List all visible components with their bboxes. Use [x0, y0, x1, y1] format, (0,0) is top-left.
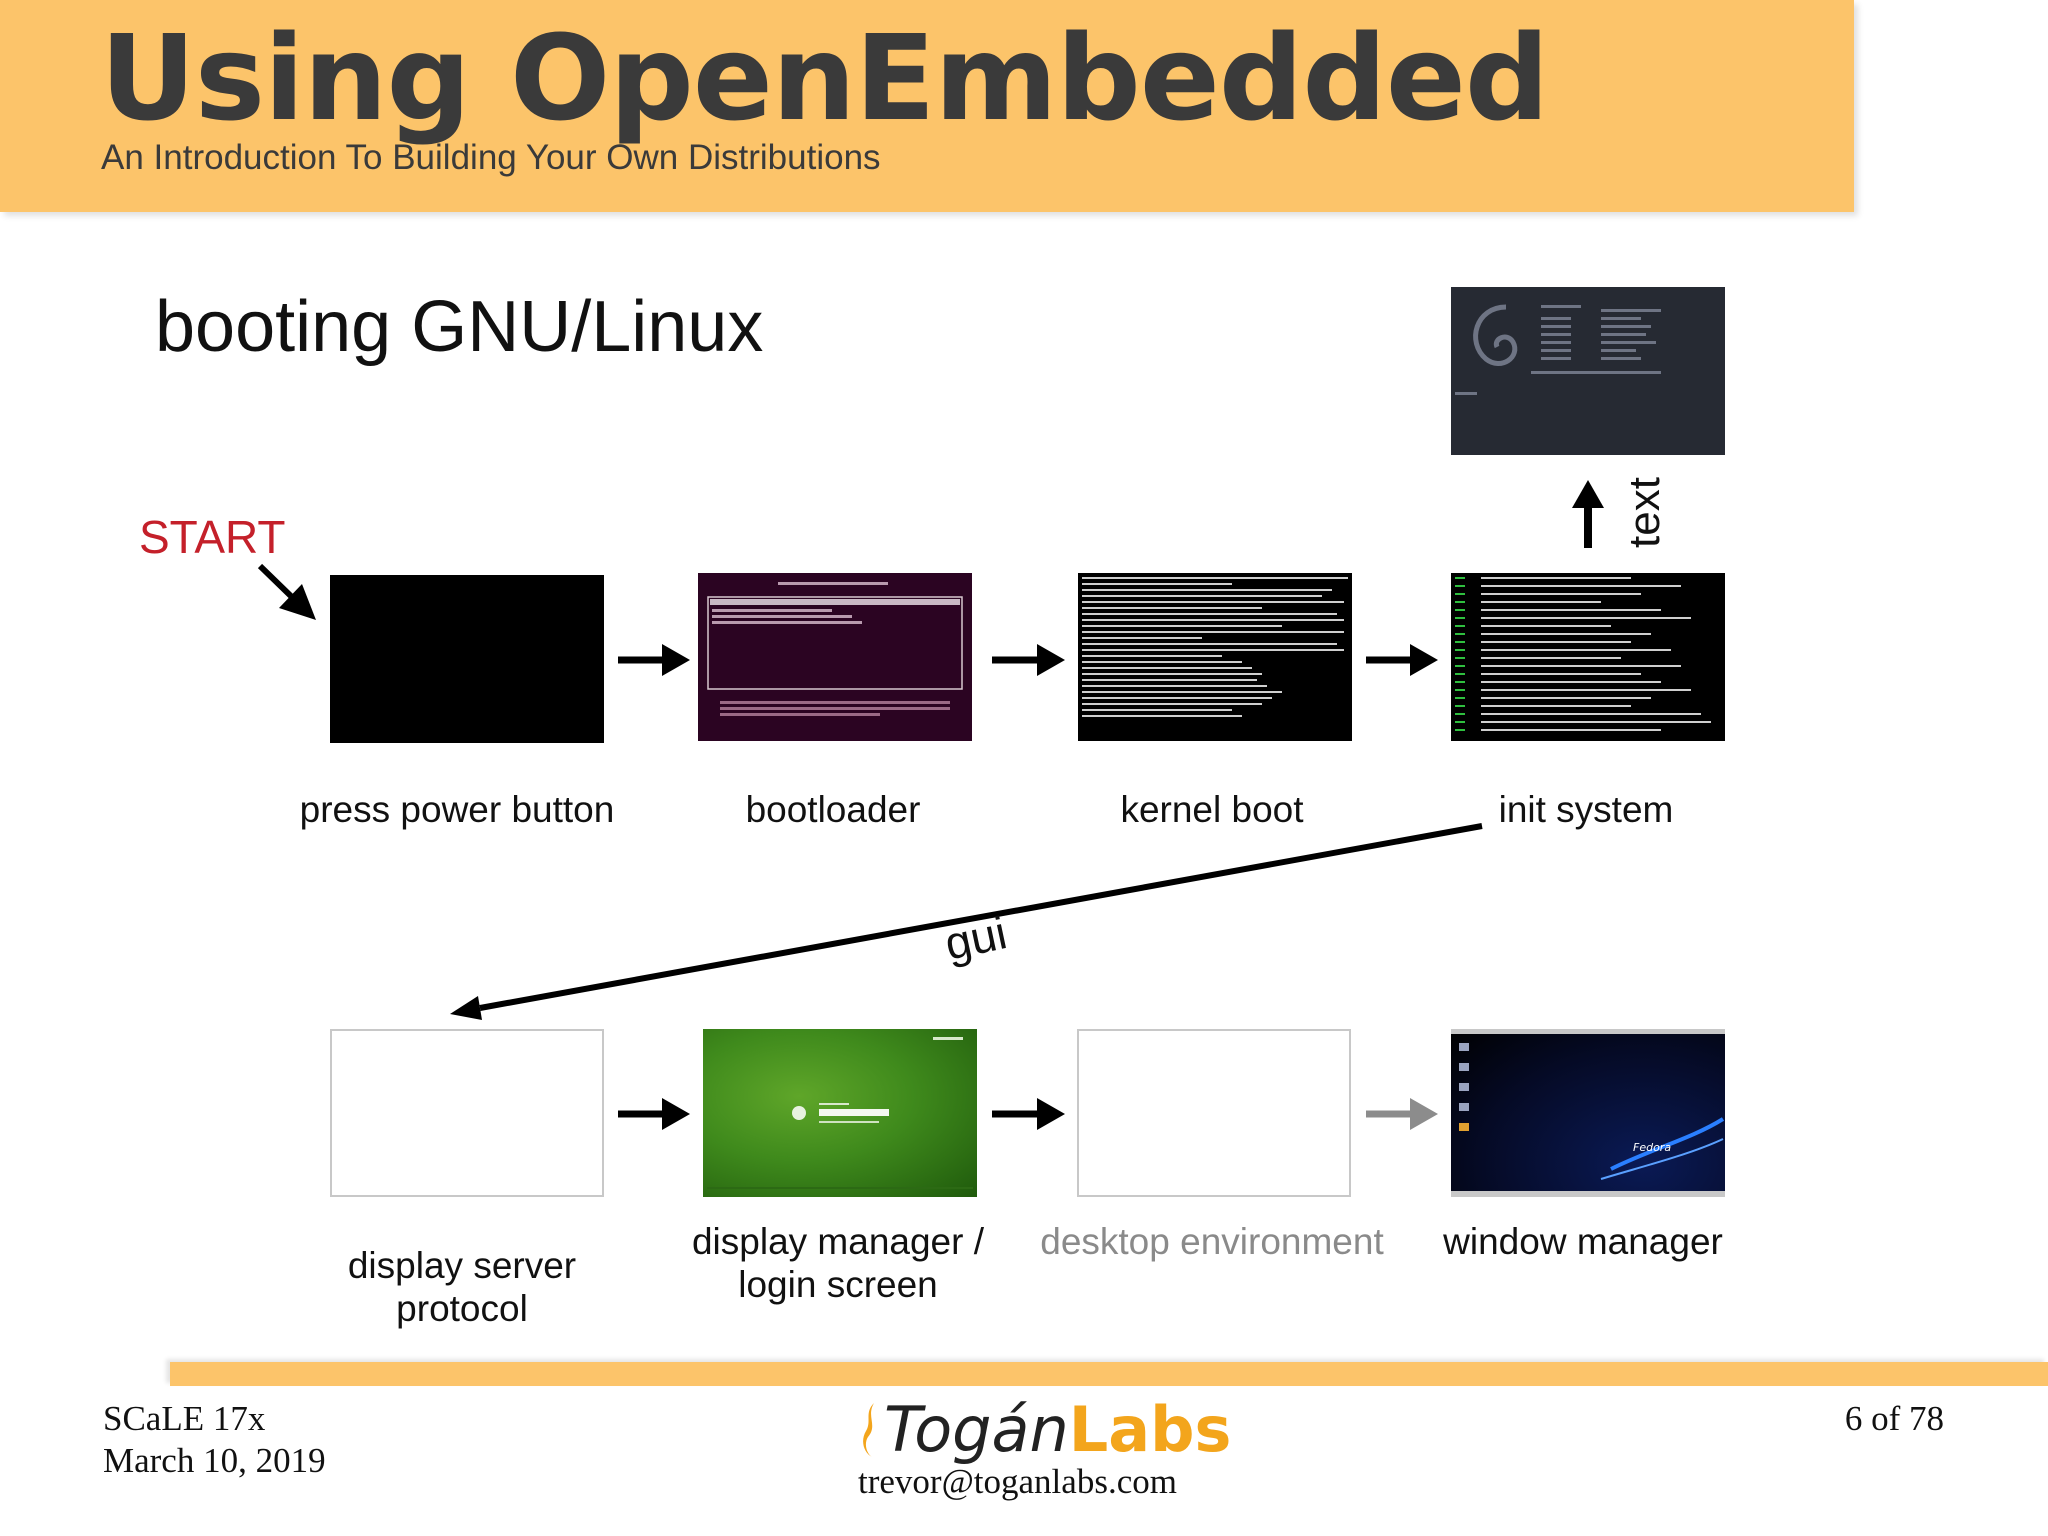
systemd-log-graphic	[1455, 577, 1711, 731]
caption-desktop-environment: desktop environment	[1040, 1221, 1384, 1262]
kernel-log-graphic	[1082, 577, 1348, 717]
caption-window-manager: window manager	[1443, 1221, 1723, 1262]
thumbnail-desktop-environment-blank	[1077, 1029, 1351, 1197]
thumbnail-systemd-boot-log	[1451, 573, 1725, 741]
logo-text-togan: Togán	[884, 1393, 1069, 1466]
event-date: March 10, 2019	[103, 1441, 326, 1480]
thumbnail-window-manager-desktop: Fedora	[1451, 1029, 1725, 1197]
caption-display-server-protocol: display server protocol	[347, 1245, 577, 1329]
text-console-graphic	[1455, 304, 1661, 395]
gui-branch-label: gui	[940, 906, 1012, 970]
footer-event-info: SCaLE 17x March 10, 2019	[103, 1398, 326, 1482]
start-label: START	[139, 511, 286, 563]
login-screen-graphic	[707, 1037, 973, 1189]
logo-text-labs: Labs	[1068, 1393, 1232, 1466]
arrow-bootloader-to-kernel	[992, 644, 1065, 676]
start-arrow	[257, 563, 316, 620]
grub-menu-graphic	[707, 582, 963, 716]
arrow-init-to-text-console	[1572, 480, 1604, 548]
event-name: SCaLE 17x	[103, 1399, 266, 1438]
caption-press-power-button: press power button	[299, 789, 615, 830]
caption-init-system: init system	[1498, 789, 1674, 830]
page-number: 6 of 78	[1844, 1399, 1944, 1438]
footer-bar	[170, 1362, 2048, 1386]
title-banner: Using OpenEmbedded An Introduction To Bu…	[0, 0, 1854, 212]
caption-display-manager: display manager / login screen	[691, 1221, 985, 1305]
arrow-display-server-to-display-manager	[618, 1098, 690, 1130]
arrow-desktop-to-window-manager	[1366, 1098, 1438, 1130]
slide-deck-title: Using OpenEmbedded	[100, 9, 1549, 147]
thumbnail-power-off-screen	[330, 575, 604, 743]
thumbnail-grub-menu	[698, 573, 972, 741]
thumbnail-display-server-blank	[330, 1029, 604, 1197]
caption-kernel-boot: kernel boot	[1120, 789, 1304, 830]
thumbnail-kernel-log	[1078, 573, 1352, 741]
thumbnail-login-screen	[703, 1029, 977, 1197]
arrow-kernel-to-init	[1366, 644, 1438, 676]
text-branch-label: text	[1620, 477, 1669, 548]
arrow-power-to-bootloader	[618, 644, 690, 676]
arrow-display-manager-to-desktop	[992, 1098, 1065, 1130]
slide-deck-subtitle: An Introduction To Building Your Own Dis…	[101, 138, 881, 177]
caption-bootloader: bootloader	[745, 789, 921, 830]
contact-email: trevor@toganlabs.com	[858, 1462, 1177, 1501]
thumbnail-text-console	[1451, 287, 1725, 455]
slide-heading: booting GNU/Linux	[155, 287, 764, 367]
svg-text:Fedora: Fedora	[1633, 1141, 1671, 1154]
togan-labs-logo: TogánLabs	[862, 1393, 1231, 1466]
fedora-desktop-graphic: Fedora	[1451, 1029, 1725, 1197]
flame-icon	[863, 1403, 874, 1457]
